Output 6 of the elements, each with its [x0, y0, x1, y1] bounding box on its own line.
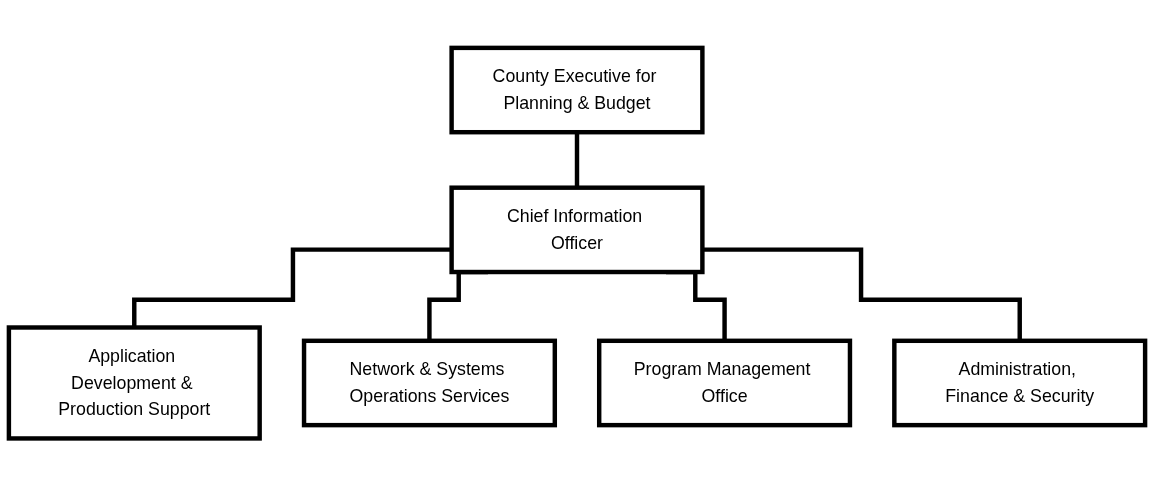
node-box: Administration, Finance & Security: [892, 338, 1148, 428]
node-box: County Executive for Planning & Budget: [449, 46, 705, 135]
node-box: Application Development & Production Support: [6, 325, 262, 441]
node-box: Network & Systems Operations Services: [301, 338, 558, 428]
node-box: Program Management Office: [596, 338, 853, 428]
node-box: Chief Information Officer: [449, 185, 705, 275]
